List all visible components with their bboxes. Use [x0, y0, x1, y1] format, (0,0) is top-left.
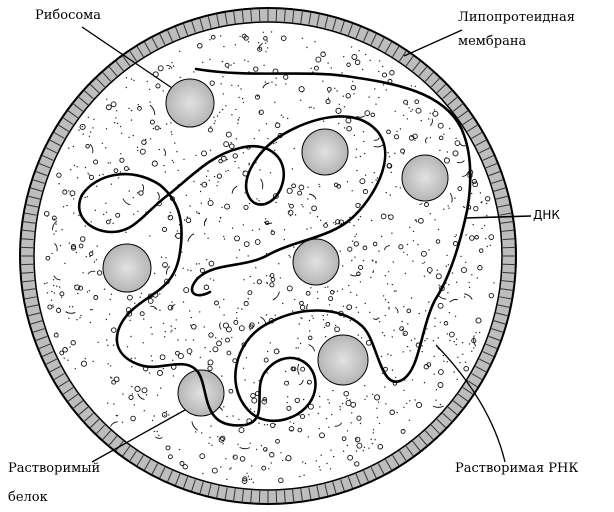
label-soluble-protein: Растворимый белок [8, 461, 100, 505]
ribosome [293, 239, 339, 285]
ribosome [103, 244, 151, 292]
label-lipoprotein-membrane: Липопротеидная мембрана [458, 10, 575, 49]
label-soluble-rna: Растворимая РНК [455, 461, 578, 476]
label-membrane-line2: мембрана [458, 34, 575, 49]
ribosome [302, 129, 348, 175]
ribosome [402, 155, 448, 201]
label-protein-line1: Растворимый [8, 461, 100, 476]
ribosome [166, 79, 214, 127]
label-ribosome: Рибосома [35, 8, 101, 23]
label-protein-line2: белок [8, 490, 100, 505]
label-membrane-line1: Липопротеидная [458, 10, 575, 25]
membrane-pointer-line [404, 30, 462, 56]
label-dna: ДНК [533, 208, 560, 223]
ribosome [318, 335, 368, 385]
